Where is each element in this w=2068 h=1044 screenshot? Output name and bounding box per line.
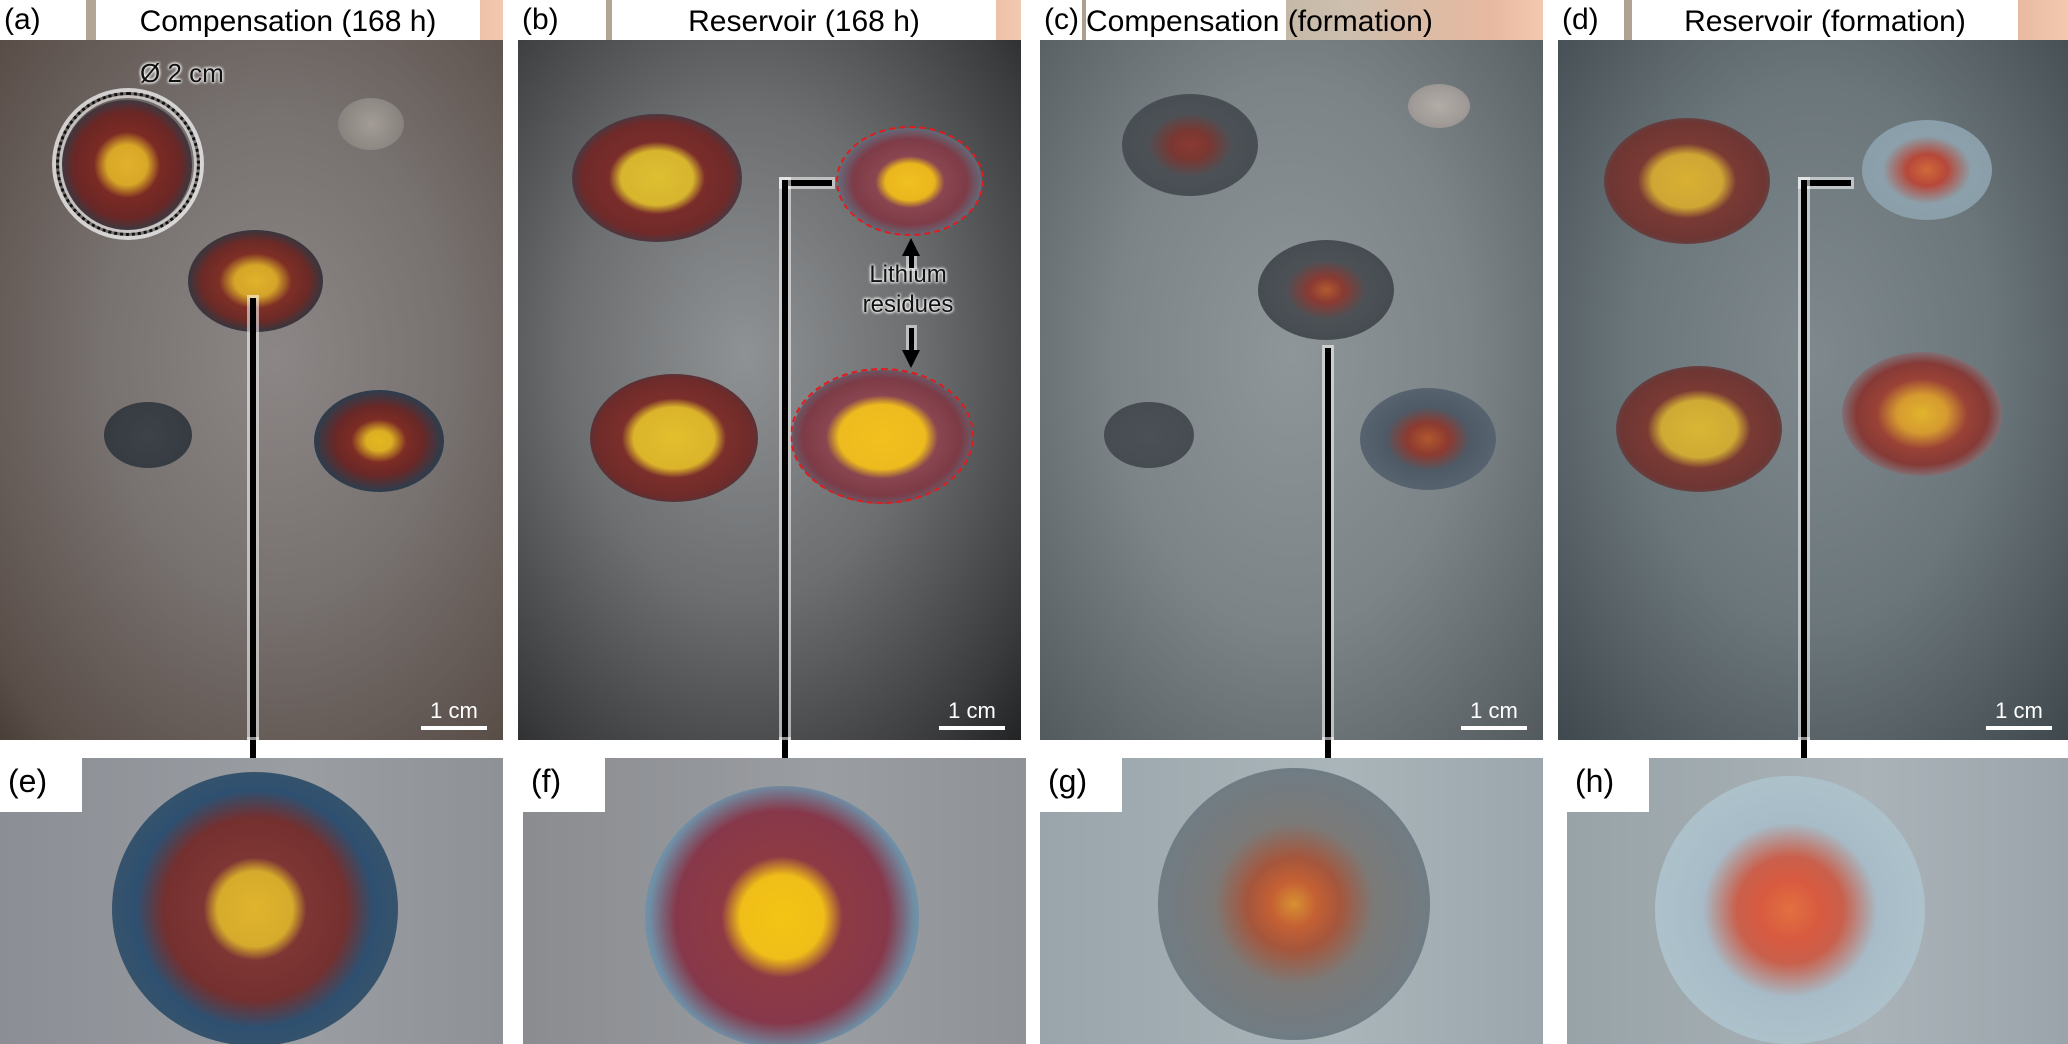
panel-f-letter: (f) xyxy=(523,758,605,812)
disc-a5 xyxy=(314,390,444,492)
down-arrow-shaft xyxy=(909,328,914,352)
connector-gap-b xyxy=(782,740,788,766)
connector-line-b-horizontal xyxy=(782,180,832,186)
disc-f-zoom xyxy=(645,786,919,1044)
scale-bar-b: 1 cm xyxy=(939,698,1005,730)
disc-c3 xyxy=(1258,240,1394,340)
disc-d2 xyxy=(1862,120,1992,220)
panel-f-photo: (f) xyxy=(523,758,1026,1044)
panel-c-photo: 1 cm xyxy=(1040,40,1543,740)
connector-gap-a xyxy=(250,740,256,766)
panel-g-photo: (g) xyxy=(1040,758,1543,1044)
panel-d-letter: (d) xyxy=(1558,0,1624,40)
lithium-residue-highlight-2 xyxy=(790,368,974,504)
connector-line-d-horizontal xyxy=(1801,180,1851,186)
panel-a-title: Compensation (168 h) xyxy=(96,0,480,44)
connector-line-b xyxy=(782,180,788,740)
panel-b-letter: (b) xyxy=(518,0,606,40)
up-arrow-icon xyxy=(902,238,920,256)
disc-c1 xyxy=(1122,94,1258,196)
panel-g-letter: (g) xyxy=(1040,758,1122,812)
disc-b3 xyxy=(590,374,758,502)
disc-h-zoom xyxy=(1655,776,1925,1044)
lithium-label-line2: residues xyxy=(862,291,954,318)
disc-c2 xyxy=(1408,84,1470,128)
panel-e-photo: (e) xyxy=(0,758,503,1044)
diameter-marker-ring xyxy=(56,92,200,236)
panel-h-letter: (h) xyxy=(1567,758,1649,812)
scale-label-b: 1 cm xyxy=(948,698,996,723)
up-arrow-shaft xyxy=(909,252,914,268)
disc-c5 xyxy=(1360,388,1496,490)
down-arrow-icon xyxy=(902,350,920,368)
connector-gap-d xyxy=(1801,740,1807,766)
scale-label-c: 1 cm xyxy=(1470,698,1518,723)
lithium-label-line1: Lithium xyxy=(869,261,947,288)
disc-e-zoom xyxy=(112,772,398,1044)
disc-a2 xyxy=(338,98,404,150)
scale-label-d: 1 cm xyxy=(1995,698,2043,723)
panel-b-title: Reservoir (168 h) xyxy=(612,0,996,44)
lithium-residue-highlight-1 xyxy=(836,126,984,236)
diameter-annotation: Ø 2 cm xyxy=(140,58,224,88)
disc-c4 xyxy=(1104,402,1194,468)
connector-line-d xyxy=(1801,180,1807,740)
connector-line-a xyxy=(250,298,256,740)
scale-bar-d: 1 cm xyxy=(1986,698,2052,730)
scale-bar-c: 1 cm xyxy=(1461,698,1527,730)
panel-b-photo: Lithium residues 1 cm xyxy=(518,40,1021,740)
lithium-residues-label: Lithium residues xyxy=(848,260,968,320)
connector-line-c xyxy=(1325,348,1331,740)
scale-label-a: 1 cm xyxy=(430,698,478,723)
panel-a-photo: Ø 2 cm 1 cm xyxy=(0,40,503,740)
connector-gap-c xyxy=(1325,740,1331,766)
disc-a4 xyxy=(104,402,192,468)
disc-g-zoom xyxy=(1158,768,1430,1040)
panel-d-photo: 1 cm xyxy=(1558,40,2068,740)
disc-d4 xyxy=(1842,352,2002,476)
panel-h-photo: (h) xyxy=(1567,758,2068,1044)
disc-d1 xyxy=(1604,118,1770,244)
disc-d3 xyxy=(1616,366,1782,492)
panel-c-title: Compensation (formation) xyxy=(1086,0,1433,44)
panel-c-letter: (c) xyxy=(1040,0,1082,40)
panel-d-title: Reservoir (formation) xyxy=(1632,0,2018,44)
scale-bar-a: 1 cm xyxy=(421,698,487,730)
panel-a-letter: (a) xyxy=(0,0,86,40)
disc-b1 xyxy=(572,114,742,242)
panel-e-letter: (e) xyxy=(0,758,82,812)
